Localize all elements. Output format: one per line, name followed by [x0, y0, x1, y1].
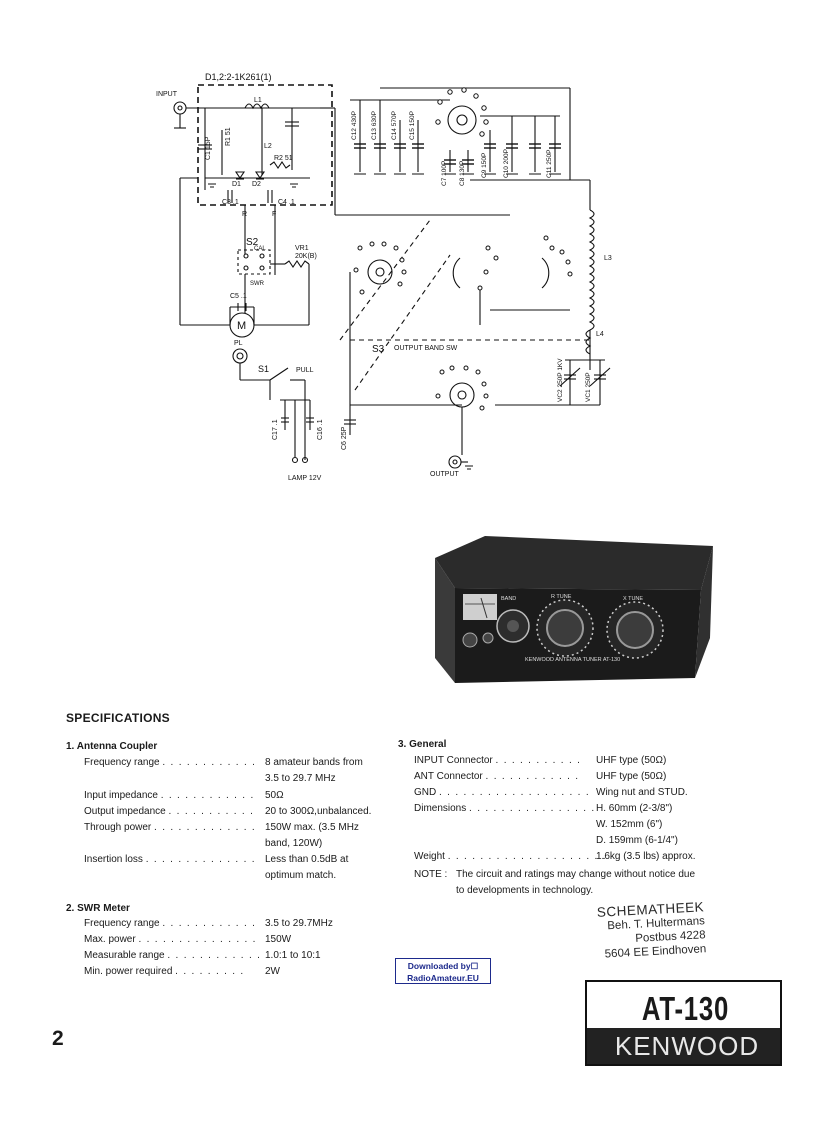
cap-c14-label: C14 570P — [391, 111, 398, 140]
model-name: AT-130 — [641, 990, 730, 1027]
cap-c10-label: C10 200P — [503, 149, 510, 178]
pl-label: PL — [234, 340, 243, 347]
r-label: R — [242, 211, 247, 218]
spec-value: 50Ω — [265, 790, 284, 801]
cap-c12-label: C12 430P — [351, 111, 358, 140]
spec-label: GND . . . . . . . . . . . . . . . . . . … — [414, 787, 590, 798]
spec-label: Max. power . . . . . . . . . . . . . . . — [84, 934, 257, 945]
spec-label: Min. power required . . . . . . . . . — [84, 966, 245, 977]
download-line-2: RadioAmateur.EU — [407, 973, 479, 983]
note-label: NOTE : — [414, 869, 448, 880]
vc1-label: VC1 250P — [585, 372, 592, 402]
page-number: 2 — [52, 1027, 64, 1050]
spec-value: UHF type (50Ω) — [596, 771, 667, 782]
spec-value: 20 to 300Ω,unbalanced. — [265, 806, 372, 817]
spec-label: Insertion loss . . . . . . . . . . . . .… — [84, 854, 256, 865]
c6-label: C6 25P — [341, 426, 348, 450]
output-band-sw-label: OUTPUT BAND SW — [394, 345, 458, 352]
section-antenna-coupler-heading: 1. Antenna Coupler — [66, 741, 158, 752]
library-stamp: SCHEMATHEEK Beh. T. Hultermans Postbus 4… — [597, 899, 707, 962]
r1-label: R1 51 — [225, 127, 232, 146]
cap-c13-label: C13 630P — [371, 111, 378, 140]
model-badge: AT-130 KENWOOD — [585, 980, 782, 1066]
spec-label: ANT Connector . . . . . . . . . . . . — [414, 771, 580, 782]
s3-label: S3 — [372, 344, 385, 355]
spec-value: 3.5 to 29.7 MHz — [265, 773, 336, 784]
circuit-schematic: D1,2:2-1K261(1) INPUT OUTPUT LAMP 12V S3… — [156, 72, 612, 482]
spec-value: D. 159mm (6-1/4") — [596, 835, 678, 846]
spec-value: H. 60mm (2-3/8") — [596, 803, 673, 814]
spec-label: Through power . . . . . . . . . . . . . — [84, 822, 257, 833]
spec-value: 1.6kg (3.5 lbs) approx. — [596, 851, 696, 862]
spec-value: 8 amateur bands from — [265, 757, 363, 768]
brand-name: KENWOOD — [614, 1031, 760, 1061]
l4-label: L4 — [596, 331, 604, 338]
tuner-photo: BAND R TUNE X TUNE KENWOOD ANTENNA TUNER… — [435, 536, 713, 683]
c5-label: C5 .1 — [230, 293, 247, 300]
r2-label: R2 51 — [274, 155, 293, 162]
spec-value: band, 120W) — [265, 838, 323, 849]
c1-label: C1 15P — [205, 136, 212, 160]
spec-value: 1.0:1 to 10:1 — [265, 950, 321, 961]
cap-c8-label: C8 130P — [459, 161, 466, 186]
pull-label: PULL — [296, 367, 314, 374]
spec-value: W. 152mm (6") — [596, 819, 663, 830]
download-line-1: Downloaded by☐ — [407, 961, 479, 971]
c4-label: C4 .1 — [278, 199, 295, 206]
spec-label: INPUT Connector . . . . . . . . . . . — [414, 755, 582, 766]
note-line-2: to developments in technology. — [456, 885, 594, 896]
cap-c7-label: C7 100P — [441, 161, 448, 186]
vc2-label: VC2 250P 1KV — [557, 358, 564, 402]
note-line-1: The circuit and ratings may change witho… — [456, 869, 696, 880]
spec-label: Measurable range . . . . . . . . . . . . — [84, 950, 262, 961]
cap-c15-label: C15 150P — [409, 111, 416, 140]
photo-brand-line: KENWOOD ANTENNA TUNER AT-130 — [525, 657, 620, 663]
spec-value: UHF type (50Ω) — [596, 755, 667, 766]
c17-label: C17 .1 — [272, 419, 279, 440]
spec-label: Weight . . . . . . . . . . . . . . . . .… — [414, 851, 607, 862]
section-general-heading: 3. General — [398, 739, 447, 750]
photo-r-tune-label: R TUNE — [551, 594, 572, 600]
spec-label: Output impedance . . . . . . . . . . . — [84, 806, 255, 817]
spec-value: Less than 0.5dB at — [265, 854, 349, 865]
spec-value: Wing nut and STUD. — [596, 787, 688, 798]
section-swr-meter-heading: 2. SWR Meter — [66, 903, 130, 914]
spec-label: Frequency range . . . . . . . . . . . . — [84, 918, 257, 929]
cap-c9-label: C9 150P — [481, 153, 488, 178]
vr1-value: 20K(B) — [295, 253, 317, 260]
diode-header-label: D1,2:2-1K261(1) — [205, 72, 272, 82]
download-badge[interactable]: Downloaded by☐ RadioAmateur.EU — [395, 958, 491, 984]
specifications-title: SPECIFICATIONS — [66, 711, 170, 725]
swr-label: SWR — [250, 281, 265, 287]
spec-label: Input impedance . . . . . . . . . . . . — [84, 790, 255, 801]
cal-label: CAL — [254, 246, 266, 252]
spec-value: 150W — [265, 934, 292, 945]
c3-label: C3 .1 — [222, 199, 239, 206]
output-label: OUTPUT — [430, 471, 460, 478]
d2-label: D2 — [252, 181, 261, 188]
f-label: F — [272, 211, 276, 218]
s1-label: S1 — [258, 364, 269, 374]
lamp-label: LAMP 12V — [288, 475, 322, 482]
spec-value: optimum match. — [265, 870, 337, 881]
spec-label: Dimensions . . . . . . . . . . . . . . .… — [414, 803, 596, 814]
spec-value: 3.5 to 29.7MHz — [265, 918, 333, 929]
brand-band: KENWOOD — [587, 1028, 780, 1064]
meter-label: M — [237, 320, 246, 332]
c16-label: C16 .1 — [317, 419, 324, 440]
spec-value: 150W max. (3.5 MHz — [265, 822, 359, 833]
photo-band-label: BAND — [501, 596, 516, 602]
photo-x-tune-label: X TUNE — [623, 596, 643, 602]
s2-label: S2 — [246, 237, 259, 248]
spec-value: 2W — [265, 966, 280, 977]
l1-label: L1 — [254, 97, 262, 104]
cap-c11-label: C11 250P — [546, 150, 553, 178]
l2-label: L2 — [264, 143, 272, 150]
vr1-label: VR1 — [295, 245, 309, 252]
d1-label: D1 — [232, 181, 241, 188]
spec-label: Frequency range . . . . . . . . . . . . — [84, 757, 257, 768]
l3-label: L3 — [604, 255, 612, 262]
input-label: INPUT — [156, 91, 178, 98]
